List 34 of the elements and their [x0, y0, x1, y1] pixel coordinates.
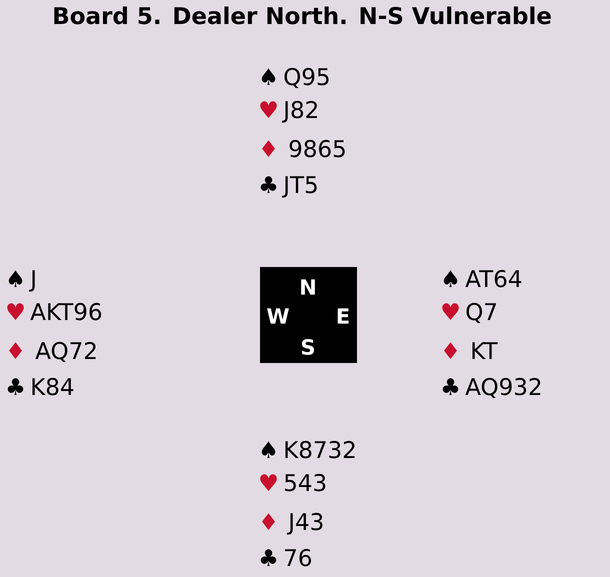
card-holding: AQ932: [465, 378, 540, 398]
card-holding: AQ72: [35, 342, 96, 362]
suit-symbol: ♦: [262, 513, 275, 530]
card-holding: 9865: [290, 140, 345, 158]
suit-symbol: ♠: [262, 441, 276, 458]
suit-symbol: ♣: [260, 549, 276, 566]
card-holding: 76: [285, 548, 312, 566]
suit-symbol: ♣: [8, 378, 24, 395]
card-holding: Q7: [466, 302, 496, 323]
card-holding: AT64: [465, 270, 522, 288]
card-holding: K84: [32, 378, 74, 396]
suit-symbol: ♠: [8, 270, 22, 287]
suit-symbol: ♥: [260, 101, 277, 118]
suit-symbol: ♣: [442, 378, 458, 395]
suit-symbol: ♥: [260, 474, 277, 491]
card-holding: Q95: [284, 68, 329, 88]
suit-symbol: ♥: [7, 303, 24, 320]
card-holding: 543: [284, 474, 326, 492]
title: Board 5. Dealer North. N-S Vulnerable: [54, 6, 551, 24]
card-holding: K8732: [285, 440, 355, 458]
card-holding: J43: [287, 512, 322, 535]
card-holding: AKT96: [30, 302, 102, 320]
suit-symbol: ♥: [442, 303, 459, 320]
card-holding: J: [29, 270, 35, 292]
card-holding: JT5: [282, 176, 317, 198]
suit-symbol: ♠: [262, 68, 276, 85]
compass-box: N W E S: [260, 267, 357, 363]
suit-symbol: ♦: [9, 342, 22, 359]
card-holding: KT: [472, 342, 498, 359]
card-holding: J82: [282, 100, 317, 123]
suit-symbol: ♣: [260, 176, 276, 193]
suit-symbol: ♦: [444, 342, 457, 359]
suit-symbol: ♦: [262, 140, 275, 157]
suit-symbol: ♠: [444, 270, 458, 287]
